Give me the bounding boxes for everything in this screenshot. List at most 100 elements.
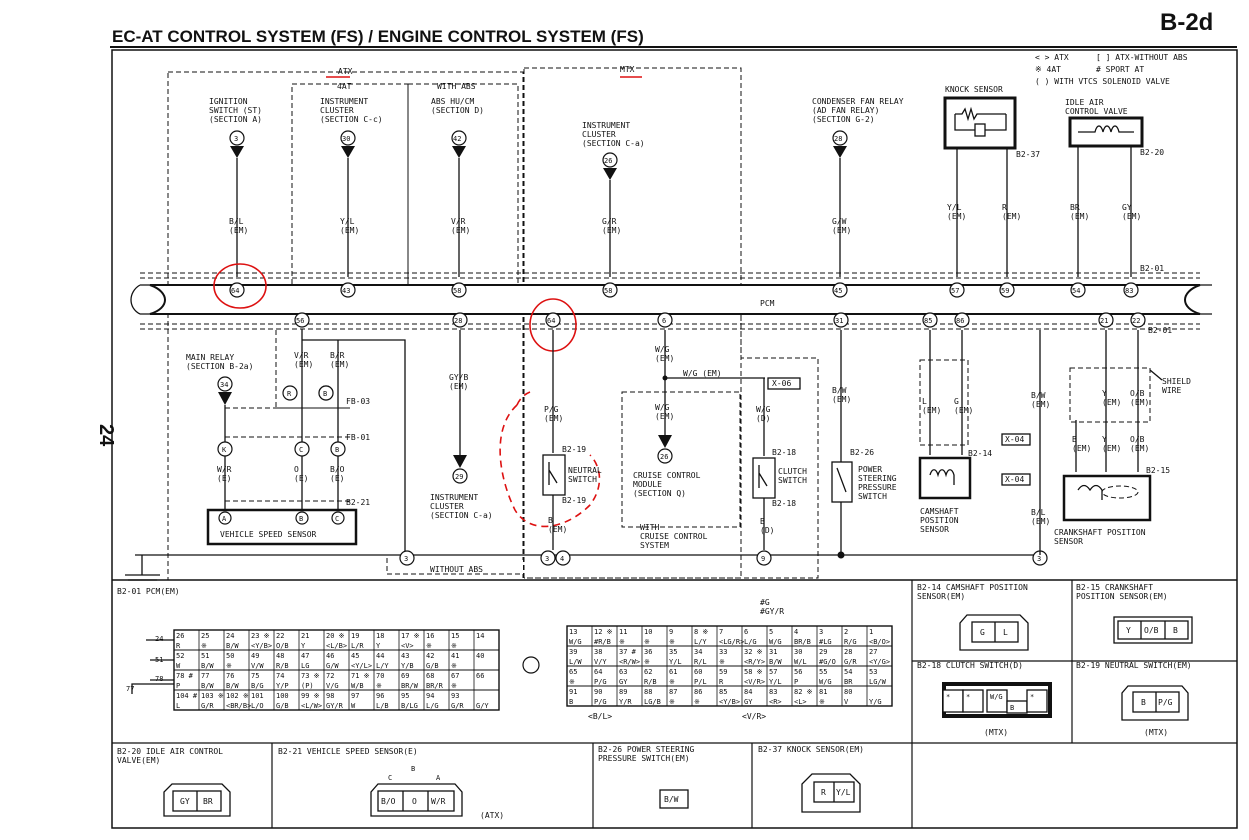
b221-pin-3: W/R xyxy=(431,797,446,806)
knock-conn: B2-37 xyxy=(1016,150,1040,159)
pcm-grid-left-cell-0-4: 22 xyxy=(276,632,284,640)
pcm-grid-right-cell-7-5: ※ xyxy=(694,698,700,706)
pcm-grid-right-cell-0-5: 8 ※ xyxy=(694,628,708,636)
pcm-grid-left-cell-0-0: 26 xyxy=(176,632,184,640)
x04-label-1: X-04 xyxy=(1005,435,1024,444)
pcm-pin-bot-1: 28 xyxy=(454,317,462,325)
pcm-grid-left-cell-7-6: GY/R xyxy=(326,702,344,710)
pcm-grid-left-cell-5-5: (P) xyxy=(301,682,314,690)
vss-lower-wire-0: W/R(E) xyxy=(217,465,232,483)
b237-title: B2-37 KNOCK SENSOR(EM) xyxy=(758,745,864,754)
fb01-label: FB-01 xyxy=(346,433,370,442)
pcm-grid-left-cell-5-4: Y/P xyxy=(276,682,289,690)
pcm-grid-left-cell-6-7: 97 xyxy=(351,692,359,700)
x06-label: X-06 xyxy=(772,379,791,388)
source-num-2: 42 xyxy=(453,135,461,143)
pcm-grid-right-cell-4-8: 57 xyxy=(769,668,777,676)
x04-label-2: X-04 xyxy=(1005,475,1024,484)
pcm-grid-right-cell-2-10: 29 xyxy=(819,648,827,656)
pcm-grid-right-cell-1-5: L/Y xyxy=(694,638,707,646)
pcm-grid-right-cell-0-3: 10 xyxy=(644,628,652,636)
source-label-2: ABS HU/CM(SECTION D) xyxy=(431,97,484,115)
pcm-grid-right-cell-5-11: BR xyxy=(844,678,853,686)
pcm-grid-right-cell-2-12: 27 xyxy=(869,648,877,656)
pcm-grid-left-cell-6-4: 100 xyxy=(276,692,289,700)
pcm-grid-left-cell-1-5: Y xyxy=(301,642,306,650)
pcm-grid-left-cell-1-1: ※ xyxy=(201,642,207,650)
ic-num: 29 xyxy=(455,473,463,481)
pcm-grid-left-cell-2-1: 51 xyxy=(201,652,209,660)
b201-side-77: 77 xyxy=(126,685,134,693)
pcm-grid-left-cell-1-11: ※ xyxy=(451,642,457,650)
pcm-grid-right-cell-6-6: 85 xyxy=(719,688,727,696)
pcm-grid-left-cell-4-4: 74 xyxy=(276,672,284,680)
pcm-grid-right-cell-3-3: ※ xyxy=(644,658,650,666)
pcm-conn-upper: B2-01 xyxy=(1140,264,1164,273)
pcm-grid-left-cell-4-12: 66 xyxy=(476,672,484,680)
pcm-grid-left-cell-7-1: G/R xyxy=(201,702,214,710)
crank-upper-1: Y(EM) xyxy=(1102,389,1121,407)
group-4at: 4AT xyxy=(337,82,352,91)
pcm-grid-left-cell-0-3: 23 ※ xyxy=(251,632,270,640)
pcm-grid-left-cell-3-11: ※ xyxy=(451,662,457,670)
pcm-grid-left-cell-0-5: 21 xyxy=(301,632,309,640)
pcm-grid-left-cell-4-11: 67 xyxy=(451,672,459,680)
pcm-grid-left-cell-3-3: V/W xyxy=(251,662,264,670)
pcm-grid-right-cell-1-3: ※ xyxy=(644,638,650,646)
pcm-grid-left-cell-0-6: 20 ※ xyxy=(326,632,345,640)
pcm-grid-left-cell-3-0: W xyxy=(176,662,181,670)
pcm-pin-bot-7: 21 xyxy=(1100,317,1108,325)
pcm-grid-right-cell-2-0: 39 xyxy=(569,648,577,656)
b221-title: B2-21 VEHICLE SPEED SENSOR(E) xyxy=(278,747,418,756)
pcm-grid-right-cell-7-0: B xyxy=(569,698,573,706)
pcm-grid-left-cell-7-4: G/B xyxy=(276,702,289,710)
legend-4at: ※ 4AT xyxy=(1035,65,1061,74)
b201-side-78: 78 xyxy=(155,675,163,683)
pcm-grid-left-cell-3-10: G/B xyxy=(426,662,439,670)
pcm-grid-right-cell-6-1: 90 xyxy=(594,688,602,696)
pcm-grid-right-cell-3-11: G/R xyxy=(844,658,857,666)
group-with-abs: WITH ABS xyxy=(437,82,476,91)
pcm-grid-left-cell-4-2: 76 xyxy=(226,672,234,680)
source-wire-2: V/R(EM) xyxy=(451,217,470,235)
iac-box xyxy=(1068,116,1144,148)
pcm-grid-right-cell-2-9: 30 xyxy=(794,648,802,656)
pcm-grid-left-cell-7-12: G/Y xyxy=(476,702,489,710)
source-wire-0: B/L(EM) xyxy=(229,217,248,235)
pcm-grid-left-cell-2-6: 46 xyxy=(326,652,334,660)
pcm-grid-left-cell-2-5: 47 xyxy=(301,652,309,660)
pcm-pin-top-1: 43 xyxy=(342,287,350,295)
pcm-grid-left-cell-2-0: 52 xyxy=(176,652,184,660)
pcm-grid-right-cell-6-5: 86 xyxy=(694,688,702,696)
b218-pin-3: B xyxy=(1010,704,1014,712)
clutch-conn-1: B2-18 xyxy=(772,448,796,457)
pcm-grid-left-cell-3-9: Y/B xyxy=(401,662,414,670)
pcm-pin-bot-3: 6 xyxy=(662,317,666,325)
b215-pin-3: B xyxy=(1173,626,1178,635)
b201-title: B2-01 PCM(EM) xyxy=(117,587,180,596)
neutral-wire-top: P/G(EM) xyxy=(544,405,563,423)
vss-pin-b: B xyxy=(299,515,303,523)
pcm-grid-right-cell-7-11: V xyxy=(844,698,849,706)
pcm-grid-left-cell-3-6: G/W xyxy=(326,662,339,670)
pcm-grid-left-cell-2-4: 48 xyxy=(276,652,284,660)
b218-pin-0: * xyxy=(946,693,950,701)
pcm-grid-right-cell-2-4: 35 xyxy=(669,648,677,656)
pcm-grid-left-cell-4-0: 78 # xyxy=(176,672,194,680)
b201-below-vr: <V/R> xyxy=(742,712,766,721)
pcm-grid-right-cell-5-2: GY xyxy=(619,678,628,686)
pcm-grid-right-cell-6-2: 89 xyxy=(619,688,627,696)
pcm-grid-left-cell-7-2: <BR/B> xyxy=(226,702,251,710)
pcm-grid-left-cell-6-3: 101 xyxy=(251,692,264,700)
pcm-grid-right-cell-7-1: P/G xyxy=(594,698,607,706)
pcm-grid-right-cell-0-0: 13 xyxy=(569,628,577,636)
pcm-conn-lower: B2-01 xyxy=(1148,326,1172,335)
pcm-grid-left-cell-3-8: L/Y xyxy=(376,662,389,670)
pcm-grid-right-cell-6-8: 83 xyxy=(769,688,777,696)
